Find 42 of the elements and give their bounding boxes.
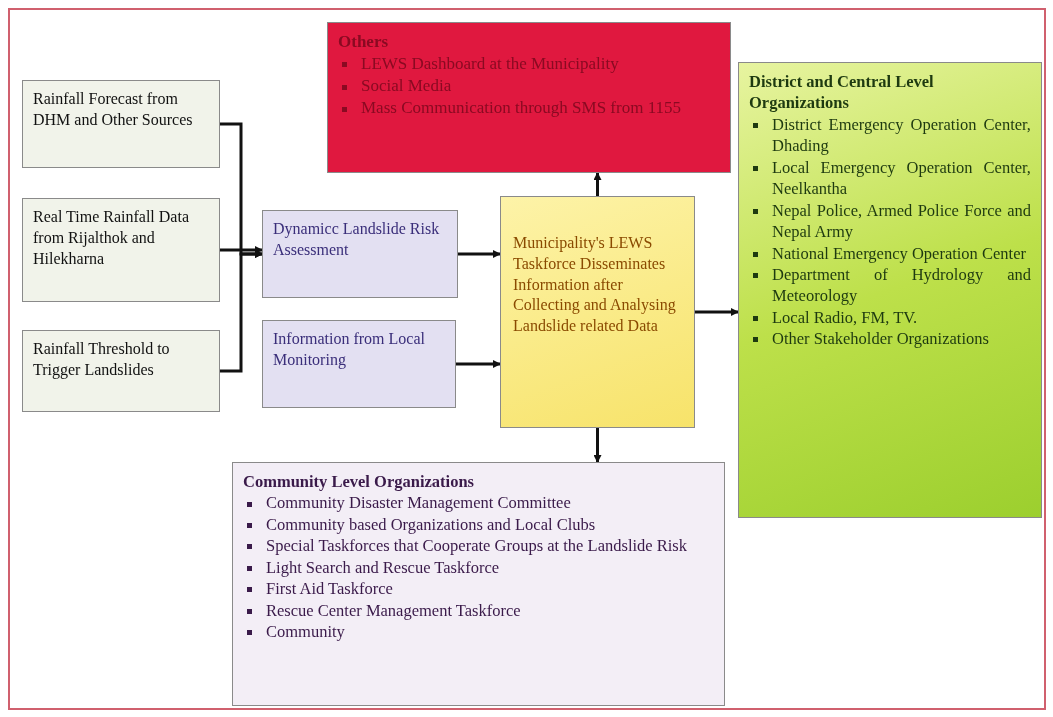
box-text: Municipality's LEWS Taskforce Disseminates Information after Collecting and Analysing Landslide related Data xyxy=(513,233,677,337)
bullet-text: LEWS Dashboard at the Municipality xyxy=(361,53,620,76)
process-box xyxy=(262,320,456,408)
arrow xyxy=(456,360,501,368)
bullet-text: Community xyxy=(266,621,346,643)
process-box xyxy=(22,80,220,168)
bullet-text: National Emergency Operation Center xyxy=(772,242,1027,264)
box-text: Real Time Rainfall Data from Rijalthok and Hilekharna xyxy=(33,207,190,269)
box-text: Dynamicc Landslide Risk Assessment xyxy=(273,219,441,260)
arrow xyxy=(695,308,739,316)
bullet-text: Other Stakeholder Organizations xyxy=(772,328,990,350)
bullet-text: Local Emergency Operation Center, Neelkantha xyxy=(772,156,1031,200)
process-box xyxy=(327,22,731,173)
bullet-text: Special Taskforces that Cooperate Groups at the Landslide Risk xyxy=(266,535,689,557)
box-text: Rainfall Forecast from DHM and Other Sources xyxy=(33,89,194,130)
bullet-text: First Aid Taskforce xyxy=(266,578,394,600)
bullet-text: Social Media xyxy=(361,75,453,98)
bullet-text: Mass Communication through SMS from 1155 xyxy=(361,97,682,120)
process-box xyxy=(738,62,1042,518)
bullet-text: District Emergency Operation Center, Dhading xyxy=(772,113,1031,157)
bullet-text: Community based Organizations and Local Clubs xyxy=(266,513,597,536)
bullet-text: Department of Hydrology and Meteorology xyxy=(772,263,1031,307)
box-heading: Community Level Organizations xyxy=(243,471,475,493)
arrow xyxy=(593,172,602,196)
bullet-text: Light Search and Rescue Taskforce xyxy=(266,556,501,579)
process-box xyxy=(232,462,725,706)
process-box xyxy=(500,196,695,428)
arrow xyxy=(458,250,501,258)
arrow xyxy=(593,428,602,463)
box-text: Rainfall Threshold to Trigger Landslides xyxy=(33,339,171,381)
box-heading: Others xyxy=(338,31,390,53)
bullet-text: Local Radio, FM, TV. xyxy=(772,306,919,329)
box-text: Information from Local Monitoring xyxy=(273,329,426,371)
arrow xyxy=(220,246,263,254)
box-heading: District and Central Level Organizations xyxy=(749,71,935,114)
bullet-text: Community Disaster Management Committee xyxy=(266,492,572,514)
process-box xyxy=(22,330,220,412)
process-box xyxy=(262,210,458,298)
process-box xyxy=(22,198,220,302)
bullet-text: Nepal Police, Armed Police Force and Nepal Army xyxy=(772,199,1031,243)
arrow xyxy=(220,250,263,373)
bullet-text: Rescue Center Management Taskforce xyxy=(266,599,522,622)
